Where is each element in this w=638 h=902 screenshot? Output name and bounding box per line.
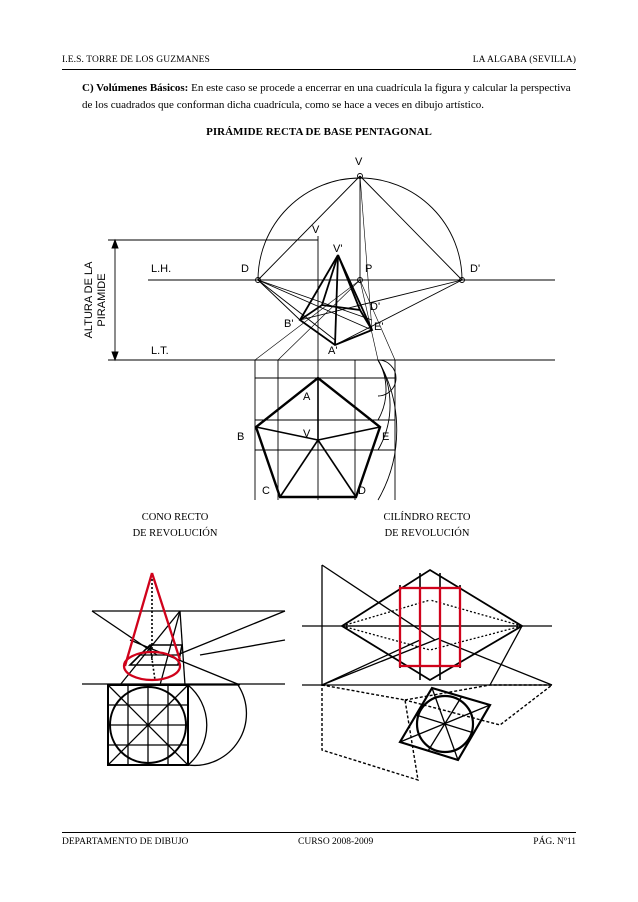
cone-title-line1: CONO RECTO xyxy=(141,512,209,523)
label-v-prime: V' xyxy=(333,243,342,255)
footer-rule xyxy=(62,832,576,833)
cylinder-title: CILÍNDRO RECTO DE REVOLUCIÓN xyxy=(352,510,502,542)
cone-title: CONO RECTO DE REVOLUCIÓN xyxy=(100,510,250,542)
label-b-prime: B' xyxy=(284,318,293,330)
label-d-prime-far: D' xyxy=(470,263,480,275)
label-e: E xyxy=(382,431,389,443)
label-d: D xyxy=(241,263,249,275)
header-location: LA ALGABA (SEVILLA) xyxy=(472,55,576,65)
label-v-center: V xyxy=(303,428,311,440)
height-label: ALTURA DE LA PIRAMIDE xyxy=(83,261,108,338)
label-v: V xyxy=(312,224,320,236)
label-lt: L.T. xyxy=(151,345,169,357)
label-b: B xyxy=(237,431,244,443)
label-p: P xyxy=(365,263,372,275)
label-lh: L.H. xyxy=(151,263,171,275)
header-school: I.E.S. TORRE DE LOS GUZMANES xyxy=(62,55,210,65)
height-label-line1: ALTURA DE LA xyxy=(83,261,95,338)
header-rule xyxy=(62,69,576,70)
label-v-top: V xyxy=(355,156,363,168)
label-d-base: D xyxy=(358,485,366,497)
cylinder-drawing xyxy=(302,564,555,782)
cone-title-line2: DE REVOLUCIÓN xyxy=(132,528,218,539)
intro-paragraph: C) Volúmenes Básicos: En este caso se pr… xyxy=(82,80,572,114)
footer-course: CURSO 2008-2009 xyxy=(298,837,374,847)
label-d-prime: D' xyxy=(370,301,380,313)
cone-drawing xyxy=(82,575,286,767)
intro-lead: C) Volúmenes Básicos: xyxy=(82,82,189,94)
cone-red xyxy=(122,572,182,682)
label-e-prime: E' xyxy=(374,321,383,333)
label-a-prime: A' xyxy=(328,345,337,357)
cylinder-title-line2: DE REVOLUCIÓN xyxy=(384,528,470,539)
pyramid-drawing xyxy=(108,173,555,501)
cylinder-red xyxy=(398,586,462,668)
label-a: A xyxy=(303,391,311,403)
footer-department: DEPARTAMENTO DE DIBUJO xyxy=(62,837,189,847)
pyramid-title: PIRÁMIDE RECTA DE BASE PENTAGONAL xyxy=(206,126,432,138)
footer-page: PÁG. Nº11 xyxy=(533,837,576,847)
height-label-line2: PIRAMIDE xyxy=(96,273,108,326)
intro-text: En este caso se procede a encerrar en un… xyxy=(82,82,571,111)
label-c: C xyxy=(262,485,270,497)
cylinder-title-line1: CILÍNDRO RECTO xyxy=(383,512,471,523)
